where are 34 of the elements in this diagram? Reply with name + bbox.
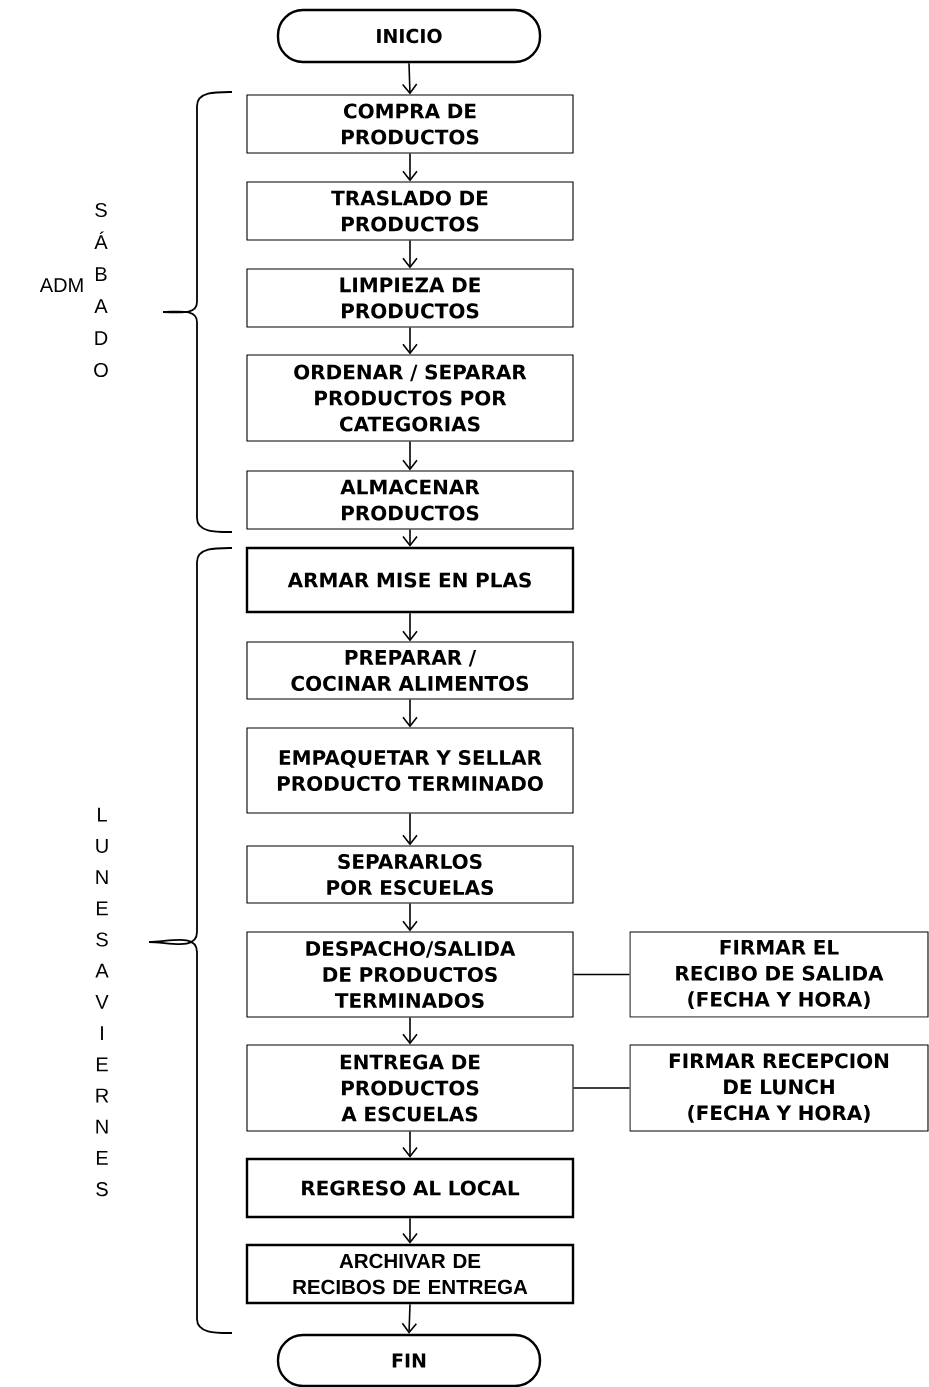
arrow xyxy=(402,152,418,182)
connector-line xyxy=(572,1087,631,1089)
process-box: ALMACENAR PRODUCTOS xyxy=(246,470,574,530)
process-box: ENTREGA DE PRODUCTOS A ESCUELAS xyxy=(246,1044,574,1132)
vertical-label: L U N E S A V I E R N E S xyxy=(95,807,109,1197)
process-box: DESPACHO/SALIDA DE PRODUCTOS TERMINADOS xyxy=(246,931,574,1018)
process-box: PREPARAR / COCINAR ALIMENTOS xyxy=(246,641,574,700)
arrow xyxy=(402,902,418,932)
arrow xyxy=(401,1303,418,1334)
arrow xyxy=(401,62,418,95)
process-box: SEPARARLOS POR ESCUELAS xyxy=(246,845,574,904)
side-label: ADM xyxy=(39,278,83,292)
process-box: FIRMAR EL RECIBO DE SALIDA (FECHA Y HORA) xyxy=(629,931,929,1018)
arrow xyxy=(402,698,418,728)
connector-line xyxy=(572,973,631,976)
arrow xyxy=(402,1016,418,1045)
arrow xyxy=(402,1217,418,1244)
arrow xyxy=(402,612,418,642)
process-box: ARMAR MISE EN PLAS xyxy=(245,546,575,614)
process-box: ARCHIVAR DE RECIBOS DE ENTREGA xyxy=(245,1243,575,1305)
process-box: COMPRA DE PRODUCTOS xyxy=(246,94,574,154)
process-box: FIRMAR RECEPCION DE LUNCH (FECHA Y HORA) xyxy=(629,1044,929,1132)
process-box: ORDENAR / SEPARAR PRODUCTOS POR CATEGORIAS xyxy=(246,354,574,442)
arrow xyxy=(402,1130,418,1158)
arrow xyxy=(402,326,418,355)
vertical-label: S Á B A D O xyxy=(94,202,108,378)
arrow xyxy=(402,239,418,269)
arrow xyxy=(402,812,418,846)
process-box: REGRESO AL LOCAL xyxy=(245,1157,575,1219)
arrow xyxy=(402,440,418,471)
process-box: TRASLADO DE PRODUCTOS xyxy=(246,181,574,241)
arrow xyxy=(402,528,418,547)
process-box: LIMPIEZA DE PRODUCTOS xyxy=(246,268,574,328)
process-box: EMPAQUETAR Y SELLAR PRODUCTO TERMINADO xyxy=(246,727,574,814)
